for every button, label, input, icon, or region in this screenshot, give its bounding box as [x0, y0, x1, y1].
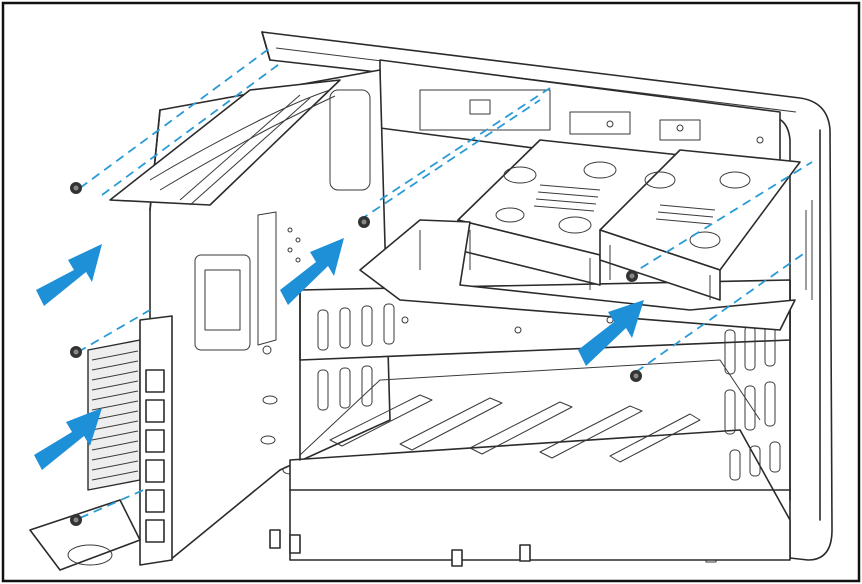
screw-top-left	[70, 182, 82, 194]
screw-bottom-left	[70, 514, 82, 526]
insert-arrow-right	[578, 300, 644, 366]
mainboard-tray	[29, 69, 391, 571]
insert-arrow-left-lower	[34, 408, 102, 470]
io-ports	[139, 315, 173, 566]
chassis-floor	[269, 359, 791, 567]
screw-bay-right	[626, 270, 638, 282]
screw-bay-right-lower	[630, 370, 642, 382]
insert-arrow-left-upper	[36, 244, 102, 306]
hdd-bracket-right	[599, 149, 801, 301]
screw-guides	[77, 47, 813, 519]
hdd-bracket-left	[457, 139, 681, 290]
cage-platform	[359, 219, 796, 331]
insert-arrow-center	[280, 238, 344, 305]
screw-bay-center	[358, 216, 370, 228]
screw-mid-left	[70, 346, 82, 358]
